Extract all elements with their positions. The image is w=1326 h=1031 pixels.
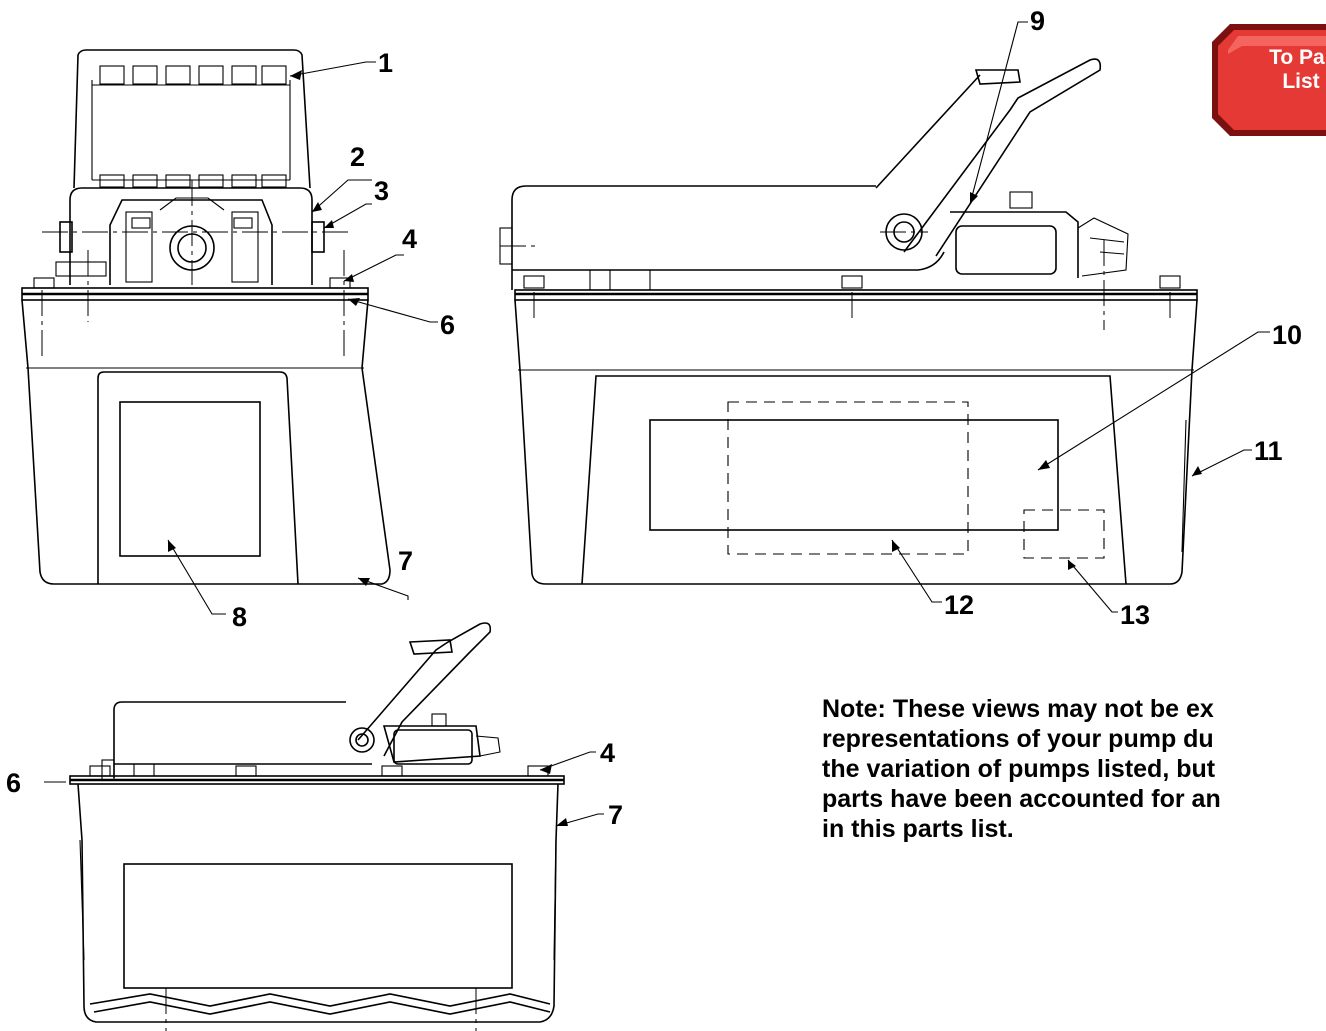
- callout-3: 3: [374, 176, 389, 206]
- note-line: the variation of pumps listed, but: [822, 755, 1216, 783]
- callout-4: 4: [402, 224, 417, 254]
- callout-12: 12: [944, 590, 974, 620]
- side-view: [499, 21, 1270, 613]
- to-parts-list-button[interactable]: To Par List: [1212, 24, 1326, 136]
- callout-6-bottom: 6: [6, 768, 21, 798]
- callout-2: 2: [350, 142, 365, 172]
- callout-11: 11: [1254, 436, 1283, 466]
- note-line: in this parts list.: [822, 815, 1014, 843]
- callout-7: 7: [398, 546, 413, 576]
- callout-4-bottom: 4: [600, 738, 615, 768]
- callout-7-bottom: 7: [608, 800, 623, 830]
- callout-6: 6: [440, 310, 455, 340]
- callout-1: 1: [378, 48, 393, 78]
- callout-9: 9: [1030, 6, 1045, 36]
- note-line: parts have been accounted for an: [822, 785, 1221, 813]
- leader-arrowheads: [168, 70, 1202, 826]
- callout-8: 8: [232, 602, 247, 632]
- callout-13: 13: [1120, 600, 1150, 630]
- button-octagon-shape: [1212, 24, 1326, 136]
- button-label: To Par List: [1269, 46, 1326, 93]
- bottom-view: [44, 622, 604, 1031]
- note-line: representations of your pump du: [822, 725, 1214, 753]
- callout-10: 10: [1272, 320, 1302, 350]
- note-text: Note: These views may not be ex represen…: [822, 694, 1326, 844]
- front-view: [21, 49, 438, 615]
- note-line: Note: These views may not be ex: [822, 695, 1214, 723]
